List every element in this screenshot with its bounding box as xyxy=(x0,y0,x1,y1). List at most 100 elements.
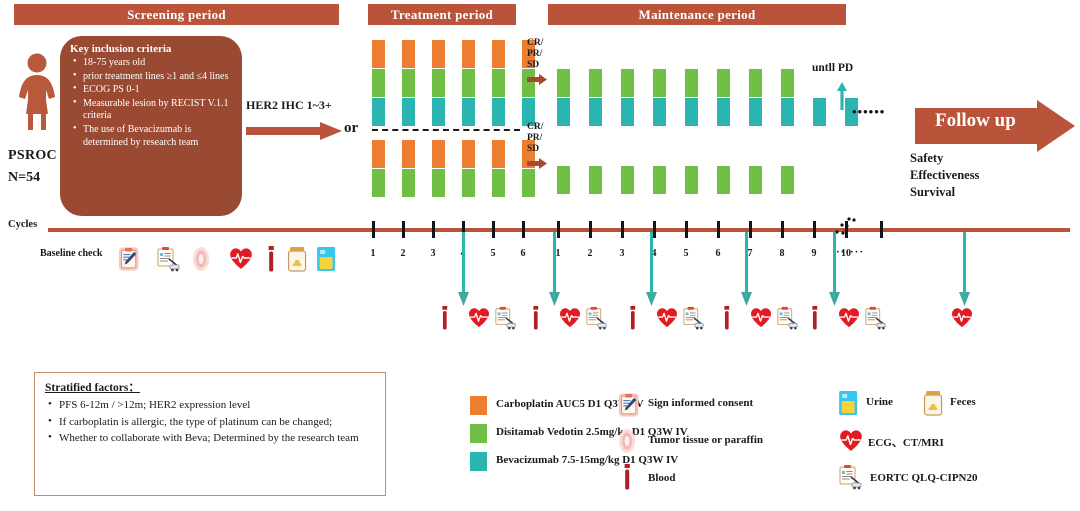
assessment-marker-line xyxy=(553,232,556,294)
bar-disitamab xyxy=(621,166,634,194)
ecg-ct-mri-icon xyxy=(950,306,974,330)
urine-icon xyxy=(316,246,342,272)
inclusion-criteria-item: ECOG PS 0-1 xyxy=(73,83,233,97)
timeline-tick xyxy=(589,221,592,238)
stratified-factor-item: PFS 6-12m / >12m; HER2 expression level xyxy=(48,397,375,413)
blood-icon xyxy=(266,246,292,272)
sign-informed-consent-icon xyxy=(118,246,144,272)
assessment-marker-line xyxy=(963,232,966,294)
bar-bevacizumab xyxy=(621,98,634,126)
timeline-tick xyxy=(845,221,848,238)
bar-disitamab xyxy=(685,166,698,194)
assessment-arrow-icon xyxy=(959,292,970,306)
bar-bevacizumab xyxy=(557,98,570,126)
eortc-questionnaire-icon xyxy=(864,306,888,330)
bar-bevacizumab xyxy=(372,98,385,126)
bar-disitamab xyxy=(402,169,415,197)
bar-disitamab xyxy=(522,69,535,97)
timeline-tick xyxy=(813,221,816,238)
inclusion-criteria-item: prior treatment lines ≥1 and ≤4 lines xyxy=(73,70,233,84)
her2-ihc-label: HER2 IHC 1~3+ xyxy=(246,98,332,112)
bar-disitamab xyxy=(492,69,505,97)
bar-bevacizumab xyxy=(717,98,730,126)
tumor-tissue-icon xyxy=(618,428,644,454)
timeline-tick xyxy=(653,221,656,238)
legend-swatch-carboplatin xyxy=(470,396,487,415)
legend-swatch-disitamab xyxy=(470,424,487,443)
cycle-number-treatment-2: 2 xyxy=(400,248,406,259)
timeline-tick xyxy=(685,221,688,238)
timeline-tick xyxy=(492,221,495,238)
urine-icon xyxy=(838,390,864,416)
timeline-tick xyxy=(749,221,752,238)
assessment-marker-line xyxy=(462,232,465,294)
cycle-number-maintenance-8: 8 xyxy=(779,248,785,259)
bar-disitamab xyxy=(717,69,730,97)
bar-disitamab xyxy=(432,169,445,197)
bar-bevacizumab xyxy=(845,98,858,126)
baseline-check-label: Baseline check xyxy=(40,248,103,259)
or-label: or xyxy=(344,120,359,136)
bar-carboplatin xyxy=(492,140,505,168)
banner-maintenance: Maintenance period xyxy=(548,4,846,25)
legend-label-tumor-tissue: Tumor tissue or paraffin xyxy=(648,434,764,446)
assessment-icon-group xyxy=(628,306,706,330)
response-arrow-icon xyxy=(527,74,547,85)
cycle-number-maintenance-1: 1 xyxy=(555,248,561,259)
inclusion-criteria-item: The use of Bevacizumab is determined by … xyxy=(73,123,233,149)
bar-bevacizumab xyxy=(402,98,415,126)
cycle-number-maintenance-4: 4 xyxy=(651,248,657,259)
bar-disitamab xyxy=(557,166,570,194)
cycle-number-maintenance-6: 6 xyxy=(715,248,721,259)
bar-carboplatin xyxy=(372,40,385,68)
response-label-arm-a: CR/ PR/ SD xyxy=(527,38,544,70)
bar-disitamab xyxy=(432,69,445,97)
assessment-arrow-icon xyxy=(458,292,469,306)
stratified-factors-box: Stratified factors： PFS 6-12m / >12m; HE… xyxy=(34,372,386,496)
right-arrow-icon xyxy=(246,122,342,140)
bar-carboplatin xyxy=(462,40,475,68)
ecg-ct-mri-icon xyxy=(749,306,773,330)
ecg-ct-mri-icon xyxy=(467,306,491,330)
bar-disitamab xyxy=(492,169,505,197)
cohort-size-label: N=54 xyxy=(8,170,41,185)
cohort-label: PSROC xyxy=(8,148,57,163)
cycle-number-maintenance-7: 7 xyxy=(747,248,753,259)
legend-label-disitamab: Disitamab Vedotin 2.5mg/kg D1 Q3W IV xyxy=(496,426,688,438)
bar-disitamab xyxy=(653,166,666,194)
bar-bevacizumab xyxy=(589,98,602,126)
assessment-marker-line xyxy=(745,232,748,294)
bar-disitamab xyxy=(402,69,415,97)
timeline-tick xyxy=(522,221,525,238)
bar-disitamab xyxy=(749,166,762,194)
legend-label-feces: Feces xyxy=(950,396,976,408)
bar-bevacizumab xyxy=(781,98,794,126)
bar-carboplatin xyxy=(492,40,505,68)
assessment-arrow-icon xyxy=(829,292,840,306)
ecg-ct-mri-icon xyxy=(838,428,864,454)
timeline-tick xyxy=(432,221,435,238)
blood-icon xyxy=(440,306,464,330)
eortc-questionnaire-icon xyxy=(776,306,800,330)
bar-bevacizumab xyxy=(685,98,698,126)
bar-bevacizumab xyxy=(462,98,475,126)
bar-carboplatin xyxy=(432,40,445,68)
banner-screening: Screening period xyxy=(14,4,339,25)
bar-bevacizumab xyxy=(813,98,826,126)
follow-up-label: Follow up xyxy=(935,110,1016,131)
assessment-icon-group xyxy=(440,306,518,330)
inclusion-criteria-title: Key inclusion criteria xyxy=(70,43,172,55)
bar-disitamab xyxy=(372,169,385,197)
legend-label-urine: Urine xyxy=(866,396,893,408)
cycle-number-maintenance-2: 2 xyxy=(587,248,593,259)
banner-treatment: Treatment period xyxy=(368,4,516,25)
eortc-questionnaire-icon xyxy=(838,464,864,490)
cycles-axis-label: Cycles xyxy=(8,219,38,230)
ecg-ct-mri-icon xyxy=(837,306,861,330)
timeline-tick xyxy=(402,221,405,238)
inclusion-criteria-card: Key inclusion criteria 18-75 years old p… xyxy=(60,36,242,216)
maintenance-ellipsis: •••••• xyxy=(852,104,886,119)
outcome-item: Survival xyxy=(910,185,956,199)
dashed-divider-icon xyxy=(372,129,520,131)
bar-carboplatin xyxy=(372,140,385,168)
